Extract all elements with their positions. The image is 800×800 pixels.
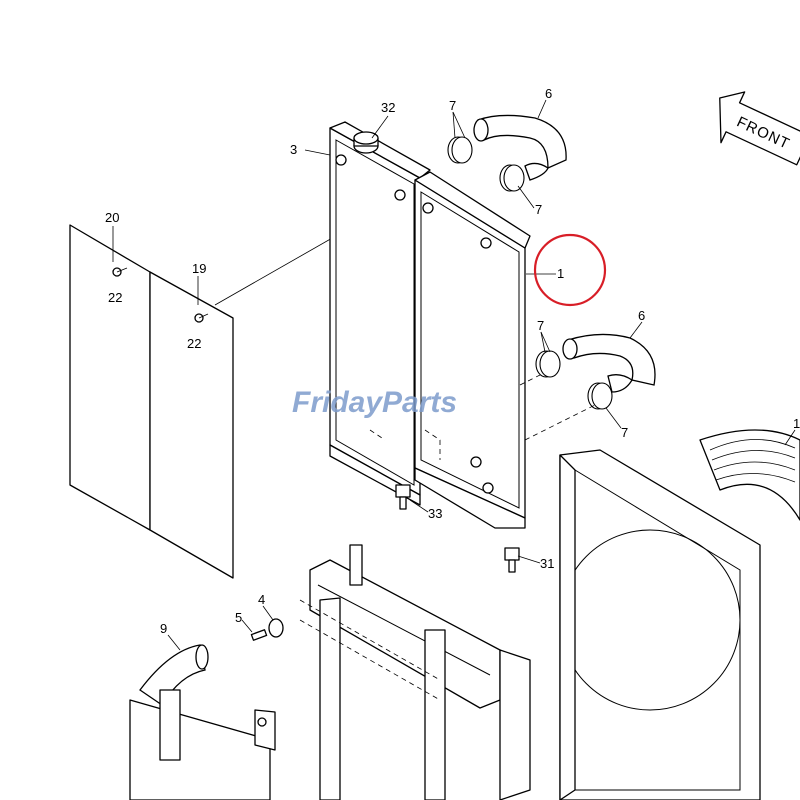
upper-clamps [447, 136, 525, 192]
callout-20: 20 [105, 210, 119, 225]
callout-6-lower: 6 [638, 308, 645, 323]
callout-7-lower-left: 7 [537, 318, 544, 333]
highlight-circle [533, 233, 607, 307]
callout-9: 9 [160, 621, 167, 636]
callout-5: 5 [235, 610, 242, 625]
filler-cap [353, 131, 379, 154]
callout-4: 4 [258, 592, 265, 607]
upper-hose [473, 114, 567, 181]
callout-7-upper-left: 7 [449, 98, 456, 113]
callout-1-right: 1 [793, 416, 800, 431]
radiator-core [329, 121, 531, 529]
side-panel-20 [69, 224, 151, 531]
watermark-logo: FridayParts [292, 386, 457, 419]
callout-7-upper-right: 7 [535, 202, 542, 217]
callout-19: 19 [192, 261, 206, 276]
support-frame [309, 544, 531, 800]
callout-6-upper: 6 [545, 86, 552, 101]
callout-22-upper: 22 [108, 290, 122, 305]
callout-3: 3 [290, 142, 297, 157]
callout-32: 32 [381, 100, 395, 115]
clip-22-lower [194, 313, 209, 323]
clip-22-upper [112, 267, 128, 277]
sensor-33 [395, 484, 411, 510]
callout-1: 1 [557, 266, 564, 281]
callout-22-lower: 22 [187, 336, 201, 351]
fan-shroud [559, 429, 800, 800]
lower-left-frame [129, 689, 276, 800]
callout-7-lower-right: 7 [621, 425, 628, 440]
bolt-and-washer [250, 618, 284, 641]
callout-33: 33 [428, 506, 442, 521]
side-panel-19 [149, 271, 234, 579]
front-direction-arrow: FRONT [719, 91, 800, 166]
lower-hose [562, 333, 656, 393]
lower-clamps [535, 350, 613, 410]
callout-31: 31 [540, 556, 554, 571]
sensor-31 [504, 547, 520, 573]
